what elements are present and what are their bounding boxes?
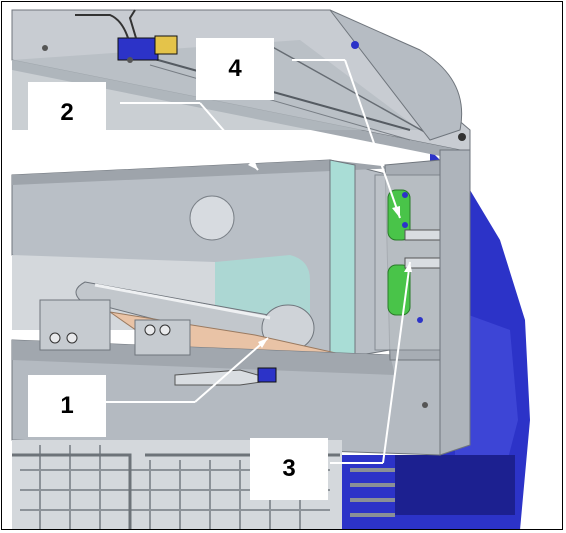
sensor-block <box>257 367 277 383</box>
leader-2-arrow <box>199 102 259 171</box>
glass-window <box>329 159 356 361</box>
callout-3-label: 3 <box>282 455 296 482</box>
upper-housing-top <box>12 160 400 185</box>
callout-2-label: 2 <box>60 99 74 126</box>
top-screw-2 <box>127 57 133 63</box>
leader-2-head <box>248 159 258 170</box>
leader-1-arrow <box>194 337 269 403</box>
shaft-upper <box>404 229 441 241</box>
callout-leaders <box>105 59 412 464</box>
leader-4-arrow <box>344 59 401 219</box>
plate-screw-3 <box>417 317 423 323</box>
solenoid-cable <box>75 14 129 39</box>
solenoid-cable-2 <box>128 9 137 39</box>
housing-hole <box>189 195 235 241</box>
support-bolt-4 <box>159 324 171 336</box>
leader-3-arrow <box>382 261 411 464</box>
blue-motor-dark-panel <box>395 455 515 515</box>
support-bolt-1 <box>49 332 61 344</box>
callout-1: 1 <box>28 375 106 437</box>
right-outer-panel <box>439 149 471 456</box>
frame-bolt-right <box>458 133 466 141</box>
rail-line-b <box>149 64 411 141</box>
callout-1-label: 1 <box>60 392 74 419</box>
leader-3-head <box>404 262 412 272</box>
blue-motor-highlight <box>455 310 518 470</box>
callout-2: 2 <box>28 82 106 144</box>
rail-line-c <box>259 39 431 136</box>
plate-screw-2 <box>402 222 408 228</box>
outer-screw <box>422 402 428 408</box>
callout-3: 3 <box>250 438 328 500</box>
drum-bolt <box>351 41 359 49</box>
support-bolt-3 <box>144 324 156 336</box>
callout-4: 4 <box>196 38 274 100</box>
leader-1-head <box>258 338 268 348</box>
solenoid-body <box>117 37 159 61</box>
plate-screw-1 <box>402 192 408 198</box>
drum-edge <box>329 9 463 141</box>
leader-4-head <box>392 206 400 218</box>
vent-fins <box>350 468 395 517</box>
solenoid-cap <box>154 35 178 55</box>
callout-4-label: 4 <box>228 55 242 82</box>
support-bolt-2 <box>66 332 78 344</box>
roller-shine <box>94 283 271 320</box>
top-screw <box>42 45 48 51</box>
